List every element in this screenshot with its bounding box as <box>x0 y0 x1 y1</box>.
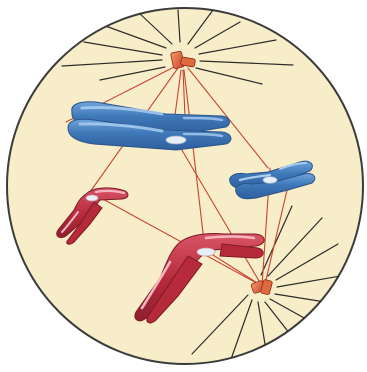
small-red-centromere <box>86 195 98 201</box>
small-blue-centromere <box>263 177 277 184</box>
large-red-centromere <box>197 248 215 256</box>
large-blue-centromere <box>166 136 186 144</box>
